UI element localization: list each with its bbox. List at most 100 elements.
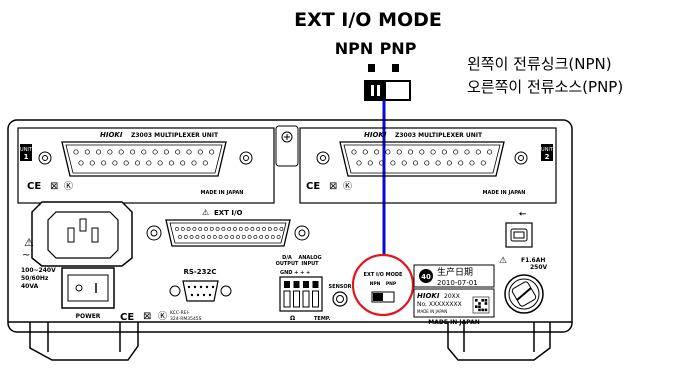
svg-text:OUTPUT: OUTPUT (276, 261, 299, 267)
npn-marker (368, 64, 375, 72)
qr-cell (478, 302, 481, 305)
svg-text:MADE IN JAPAN: MADE IN JAPAN (417, 309, 447, 314)
power-inlet[interactable] (32, 202, 132, 266)
connector-pin (158, 161, 162, 165)
svg-text:1: 1 (24, 153, 29, 161)
note-line-1: 왼쪽이 전류싱크(NPN) (467, 55, 612, 73)
connector-pin (368, 161, 372, 165)
connector-pin (135, 161, 139, 165)
connector-pin (119, 150, 123, 154)
connector-pin (209, 150, 213, 154)
mode-switch-label: EXT I/O MODE (364, 272, 403, 278)
qr-cell (478, 309, 481, 312)
connector-pin (90, 161, 94, 165)
connector-pin (357, 161, 361, 165)
rs232c-connector[interactable] (170, 281, 231, 301)
unit1-ce: CE (27, 181, 41, 192)
connector-pin (386, 150, 390, 154)
kc-line-2: 324-RM3545S (170, 316, 202, 322)
connector-pin (487, 150, 491, 154)
connector-pin (188, 286, 190, 288)
connector-pin (197, 294, 199, 296)
sensor-label: SENSOR (329, 284, 352, 290)
terminal-slot (313, 291, 319, 307)
sensor-jack[interactable] (333, 292, 347, 306)
note-line-2: 오른쪽이 전류소스(PNP) (467, 78, 623, 96)
connector-pin (420, 150, 424, 154)
qr-cell (481, 299, 484, 302)
ac-symbol-icon: ~ (22, 250, 30, 261)
unit2-connector-pins (352, 150, 492, 165)
connector-pin (187, 150, 191, 154)
npn-label: NPN (335, 39, 374, 58)
connector-pin (130, 150, 134, 154)
rs232c-label: RS-232C (183, 268, 216, 276)
usb-port[interactable] (506, 223, 532, 247)
unit2-made: MADE IN JAPAN (483, 190, 526, 196)
unit-slot-2: UNIT 2 HIOKI Z3003 MULTIPLEXER UNIT CE ⊠… (300, 128, 556, 203)
omega-label: Ω (290, 315, 295, 322)
power-spec-2: 50/60Hz (21, 275, 49, 282)
connector-pin (113, 161, 117, 165)
unit1-model: Z3003 MULTIPLEXER UNIT (131, 132, 219, 139)
connector-pin (374, 150, 378, 154)
unit2-model: Z3003 MULTIPLEXER UNIT (395, 132, 483, 139)
connector-pin (169, 161, 173, 165)
fuse-holder[interactable] (505, 275, 543, 313)
warning-icon: ⚠ (24, 236, 34, 249)
unit1-made: MADE IN JAPAN (201, 190, 244, 196)
connector-pin (74, 150, 78, 154)
connector-pin (352, 150, 356, 154)
connector-pin (203, 161, 207, 165)
ext-io-connector[interactable] (147, 220, 309, 246)
connector-pin (459, 161, 463, 165)
terminal-lever (284, 281, 290, 288)
connector-pin (425, 161, 429, 165)
fuse-warning-icon: ⚠ (499, 256, 507, 266)
power-switch[interactable] (62, 268, 114, 308)
mode-switch-large[interactable] (365, 81, 410, 100)
qr-cell (478, 305, 481, 308)
connector-pin (436, 161, 440, 165)
connector-pin (101, 161, 105, 165)
qr-cell (485, 309, 488, 312)
svg-text:PNP: PNP (386, 281, 397, 287)
connector-pin (454, 150, 458, 154)
connector-pin (447, 161, 451, 165)
svg-text:INPUT: INPUT (301, 261, 319, 267)
qr-cell (485, 302, 488, 305)
kc-line-1: KCC-REI- (170, 310, 190, 316)
qr-cell (481, 309, 484, 312)
qr-cell (475, 305, 478, 308)
connector-pin (413, 161, 417, 165)
connector-pin (408, 150, 412, 154)
production-label: 40 生产日期 2010-07-01 (414, 265, 494, 287)
ext-io-label: EXT I/O (214, 209, 243, 217)
svg-text:HIOKI: HIOKI (417, 292, 440, 300)
svg-text:⊠: ⊠ (50, 181, 58, 192)
qr-cell (475, 299, 478, 302)
connector-pin (209, 294, 211, 296)
svg-text:Ⓚ: Ⓚ (158, 311, 167, 322)
connector-pin (206, 286, 208, 288)
analog-terminal-block[interactable] (280, 277, 322, 311)
connector-pin (124, 161, 128, 165)
power-label: POWER (76, 313, 101, 320)
mode-title: EXT I/O MODE (294, 9, 442, 31)
terminal-lever (294, 281, 300, 288)
svg-text:No. XXXXXXXX: No. XXXXXXXX (417, 301, 462, 308)
svg-text:Ⓚ: Ⓚ (343, 181, 352, 192)
temp-label: TEMP. (314, 316, 331, 322)
connector-pin (153, 150, 157, 154)
connector-pin (147, 161, 151, 165)
connector-pin (85, 150, 89, 154)
power-spec-1: 100~240V (21, 267, 56, 274)
svg-text:NPN: NPN (370, 281, 381, 287)
pnp-label: PNP (380, 39, 417, 58)
mode-switch-small[interactable] (372, 292, 394, 302)
ext-io-warning-icon: ⚠ (202, 208, 209, 217)
center-screw (276, 126, 298, 166)
svg-text:20XX: 20XX (444, 293, 460, 300)
connector-pin (476, 150, 480, 154)
